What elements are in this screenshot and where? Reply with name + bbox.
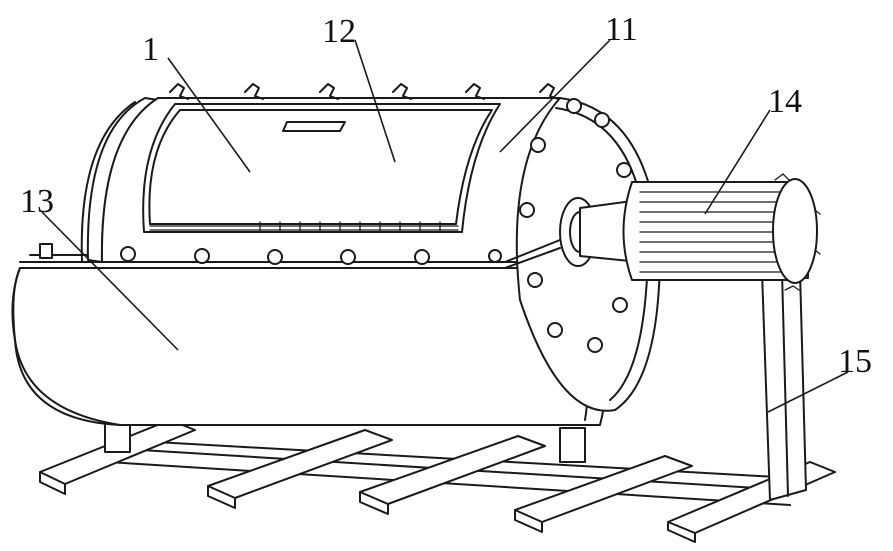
- label-part-14: 14: [768, 83, 802, 120]
- base-frame: [39, 419, 836, 543]
- label-part-11: 11: [605, 11, 638, 48]
- leader-lines: [41, 39, 849, 413]
- flange-bolts: [120, 246, 502, 265]
- label-part-15: 15: [838, 343, 872, 380]
- drum: [80, 83, 561, 265]
- support-column: [751, 267, 809, 501]
- skid: [207, 429, 393, 509]
- top-nozzles: [169, 83, 559, 100]
- skid: [359, 435, 546, 515]
- skid: [667, 461, 836, 543]
- label-part-12: 12: [322, 13, 356, 50]
- skid: [514, 455, 693, 533]
- motor: [579, 173, 821, 291]
- label-part-13: 13: [20, 183, 54, 220]
- label-part-1: 1: [142, 31, 159, 68]
